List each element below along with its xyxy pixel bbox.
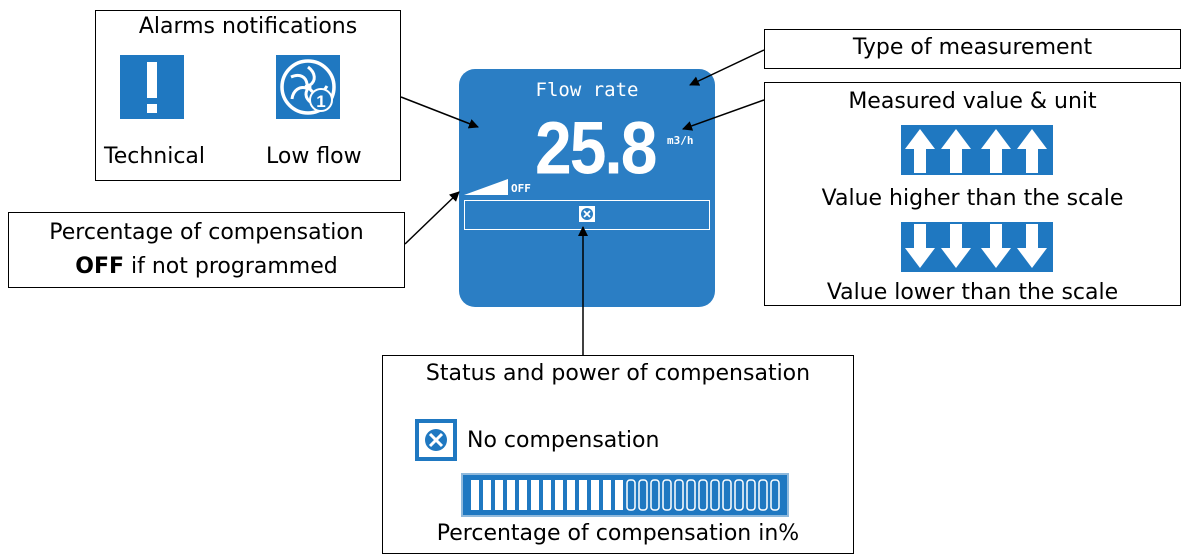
value-lower-label: Value lower than the scale — [826, 280, 1119, 305]
arrow-compensation-percentage — [404, 191, 460, 245]
technical-label: Technical — [104, 144, 206, 169]
compensation-ramp-icon — [464, 179, 508, 195]
compensation-level-bar — [461, 473, 789, 517]
level-segment — [603, 480, 611, 510]
level-segment — [591, 480, 599, 510]
level-segment — [555, 480, 563, 510]
measured-value: 25.8 — [535, 106, 657, 189]
type-of-measurement-label: Type of measurement — [852, 35, 1093, 60]
value-lower-arrows-icon — [901, 222, 1053, 272]
level-segment — [483, 480, 491, 510]
level-segment — [531, 480, 539, 510]
measured-unit: m3/h — [667, 134, 694, 147]
no-compensation-mini-icon — [579, 206, 595, 222]
level-segment — [543, 480, 551, 510]
value-higher-label: Value higher than the scale — [821, 186, 1124, 211]
device-screen: Flow rate 25.8 m3/h OFF — [459, 69, 715, 307]
level-segment — [471, 480, 479, 510]
level-segment — [770, 479, 780, 511]
compensation-percentage-line1: Percentage of compensation — [49, 220, 364, 245]
value-higher-arrows-icon — [901, 125, 1053, 175]
level-segment — [519, 480, 527, 510]
status-compensation-box: Status and power of compensation No comp… — [382, 355, 854, 554]
compensation-level-segments — [471, 479, 780, 511]
no-compensation-icon — [415, 419, 457, 461]
measured-value-box: Measured value & unit Value higher than … — [764, 82, 1181, 306]
level-segment — [758, 479, 768, 511]
level-segment — [734, 479, 744, 511]
alarms-title: Alarms notifications — [138, 14, 358, 39]
level-segment — [579, 480, 587, 510]
status-compensation-title: Status and power of compensation — [425, 361, 811, 386]
off-explanation: if not programmed — [124, 254, 338, 279]
low-flow-label: Low flow — [266, 144, 362, 169]
measured-value-title: Measured value & unit — [848, 89, 1097, 114]
compensation-bar — [464, 200, 710, 230]
no-compensation-label: No compensation — [467, 428, 660, 453]
compensation-state: OFF — [511, 182, 531, 195]
technical-alarm-icon — [120, 55, 184, 119]
level-segment — [650, 479, 660, 511]
type-of-measurement-box: Type of measurement — [764, 29, 1181, 69]
compensation-percentage-box: Percentage of compensation OFF if not pr… — [8, 212, 405, 288]
low-flow-badge: 1 — [316, 92, 325, 111]
low-flow-alarm-icon: 1 — [276, 55, 340, 119]
level-segment — [507, 480, 515, 510]
off-keyword: OFF — [75, 254, 125, 279]
level-segment — [495, 480, 503, 510]
measurement-type-title: Flow rate — [535, 79, 639, 101]
level-segment — [698, 479, 708, 511]
level-segment — [638, 479, 648, 511]
compensation-bar-caption: Percentage of compensation in% — [436, 521, 800, 546]
level-segment — [686, 479, 696, 511]
level-segment — [567, 480, 575, 510]
level-segment — [626, 479, 636, 511]
compensation-percentage-line2: OFF if not programmed — [9, 254, 404, 279]
level-segment — [746, 479, 756, 511]
level-segment — [722, 479, 732, 511]
level-segment — [662, 479, 672, 511]
alarms-notifications-box: Alarms notifications 1 Technical Low flo… — [95, 10, 401, 181]
level-segment — [615, 480, 623, 510]
level-segment — [674, 479, 684, 511]
level-segment — [710, 479, 720, 511]
